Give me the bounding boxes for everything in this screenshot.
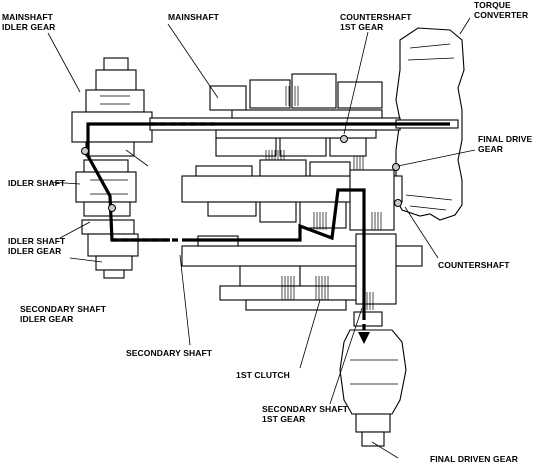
label-line: MAINSHAFT [2, 12, 53, 22]
label-line: 1ST GEAR [340, 22, 384, 32]
label-line: IDLER GEAR [8, 246, 62, 256]
label-1st-clutch: 1ST CLUTCH [236, 370, 290, 380]
leader-lines [47, 17, 476, 459]
label-line: SECONDARY SHAFT [126, 348, 213, 358]
final-driven-gear-drawing [339, 311, 407, 447]
reference-dot [108, 204, 116, 212]
label-line: SECONDARY SHAFT [262, 404, 349, 414]
label-secondary-shaft-1st-gear: SECONDARY SHAFT 1ST GEAR [262, 404, 348, 424]
label-final-drive-gear: FINAL DRIVE GEAR [478, 134, 532, 154]
label-line: IDLER SHAFT [8, 178, 66, 188]
reference-dot [340, 135, 348, 143]
label-line: COUNTERSHAFT [340, 12, 412, 22]
upper-clutch-packs [265, 86, 364, 172]
label-line: SECONDARY SHAFT [20, 304, 107, 314]
reference-dot [394, 199, 402, 207]
label-idler-shaft: IDLER SHAFT [8, 178, 65, 188]
middle-clutch-packs [313, 212, 382, 230]
label-line: FINAL DRIVE [478, 134, 533, 144]
label-line: TORQUE [474, 0, 511, 10]
label-line: CONVERTER [474, 10, 529, 20]
label-line: IDLER GEAR [2, 22, 56, 32]
label-idler-shaft-idler-gear: IDLER SHAFT IDLER GEAR [8, 236, 65, 256]
label-line: FINAL DRIVEN GEAR [430, 454, 518, 464]
label-line: IDLER SHAFT [8, 236, 66, 246]
label-line: 1ST CLUTCH [236, 370, 290, 380]
label-secondary-shaft: SECONDARY SHAFT [126, 348, 212, 358]
label-line: COUNTERSHAFT [438, 260, 510, 270]
label-countershaft: COUNTERSHAFT [438, 260, 510, 270]
reference-dot [81, 147, 89, 155]
flow-arrowhead [358, 332, 370, 344]
label-line: GEAR [478, 144, 503, 154]
secondary-shaft-drawing [181, 233, 423, 311]
label-countershaft-1st-gear: COUNTERSHAFT 1ST GEAR [340, 12, 412, 32]
mainshaft-idler-gear-drawing [71, 57, 153, 157]
label-mainshaft: MAINSHAFT [168, 12, 219, 22]
label-final-driven-gear: FINAL DRIVEN GEAR [430, 454, 518, 464]
label-line: 1ST GEAR [262, 414, 306, 424]
label-torque-converter: TORQUE CONVERTER [474, 0, 528, 20]
label-line: MAINSHAFT [168, 12, 219, 22]
power-flow-path [86, 122, 450, 344]
label-mainshaft-idler-gear: MAINSHAFT IDLER GEAR [2, 12, 55, 32]
label-secondary-shaft-idler-gear: SECONDARY SHAFT IDLER GEAR [20, 304, 106, 324]
reference-dot [392, 163, 400, 171]
countershaft-drawing [181, 159, 403, 231]
label-line: IDLER GEAR [20, 314, 74, 324]
